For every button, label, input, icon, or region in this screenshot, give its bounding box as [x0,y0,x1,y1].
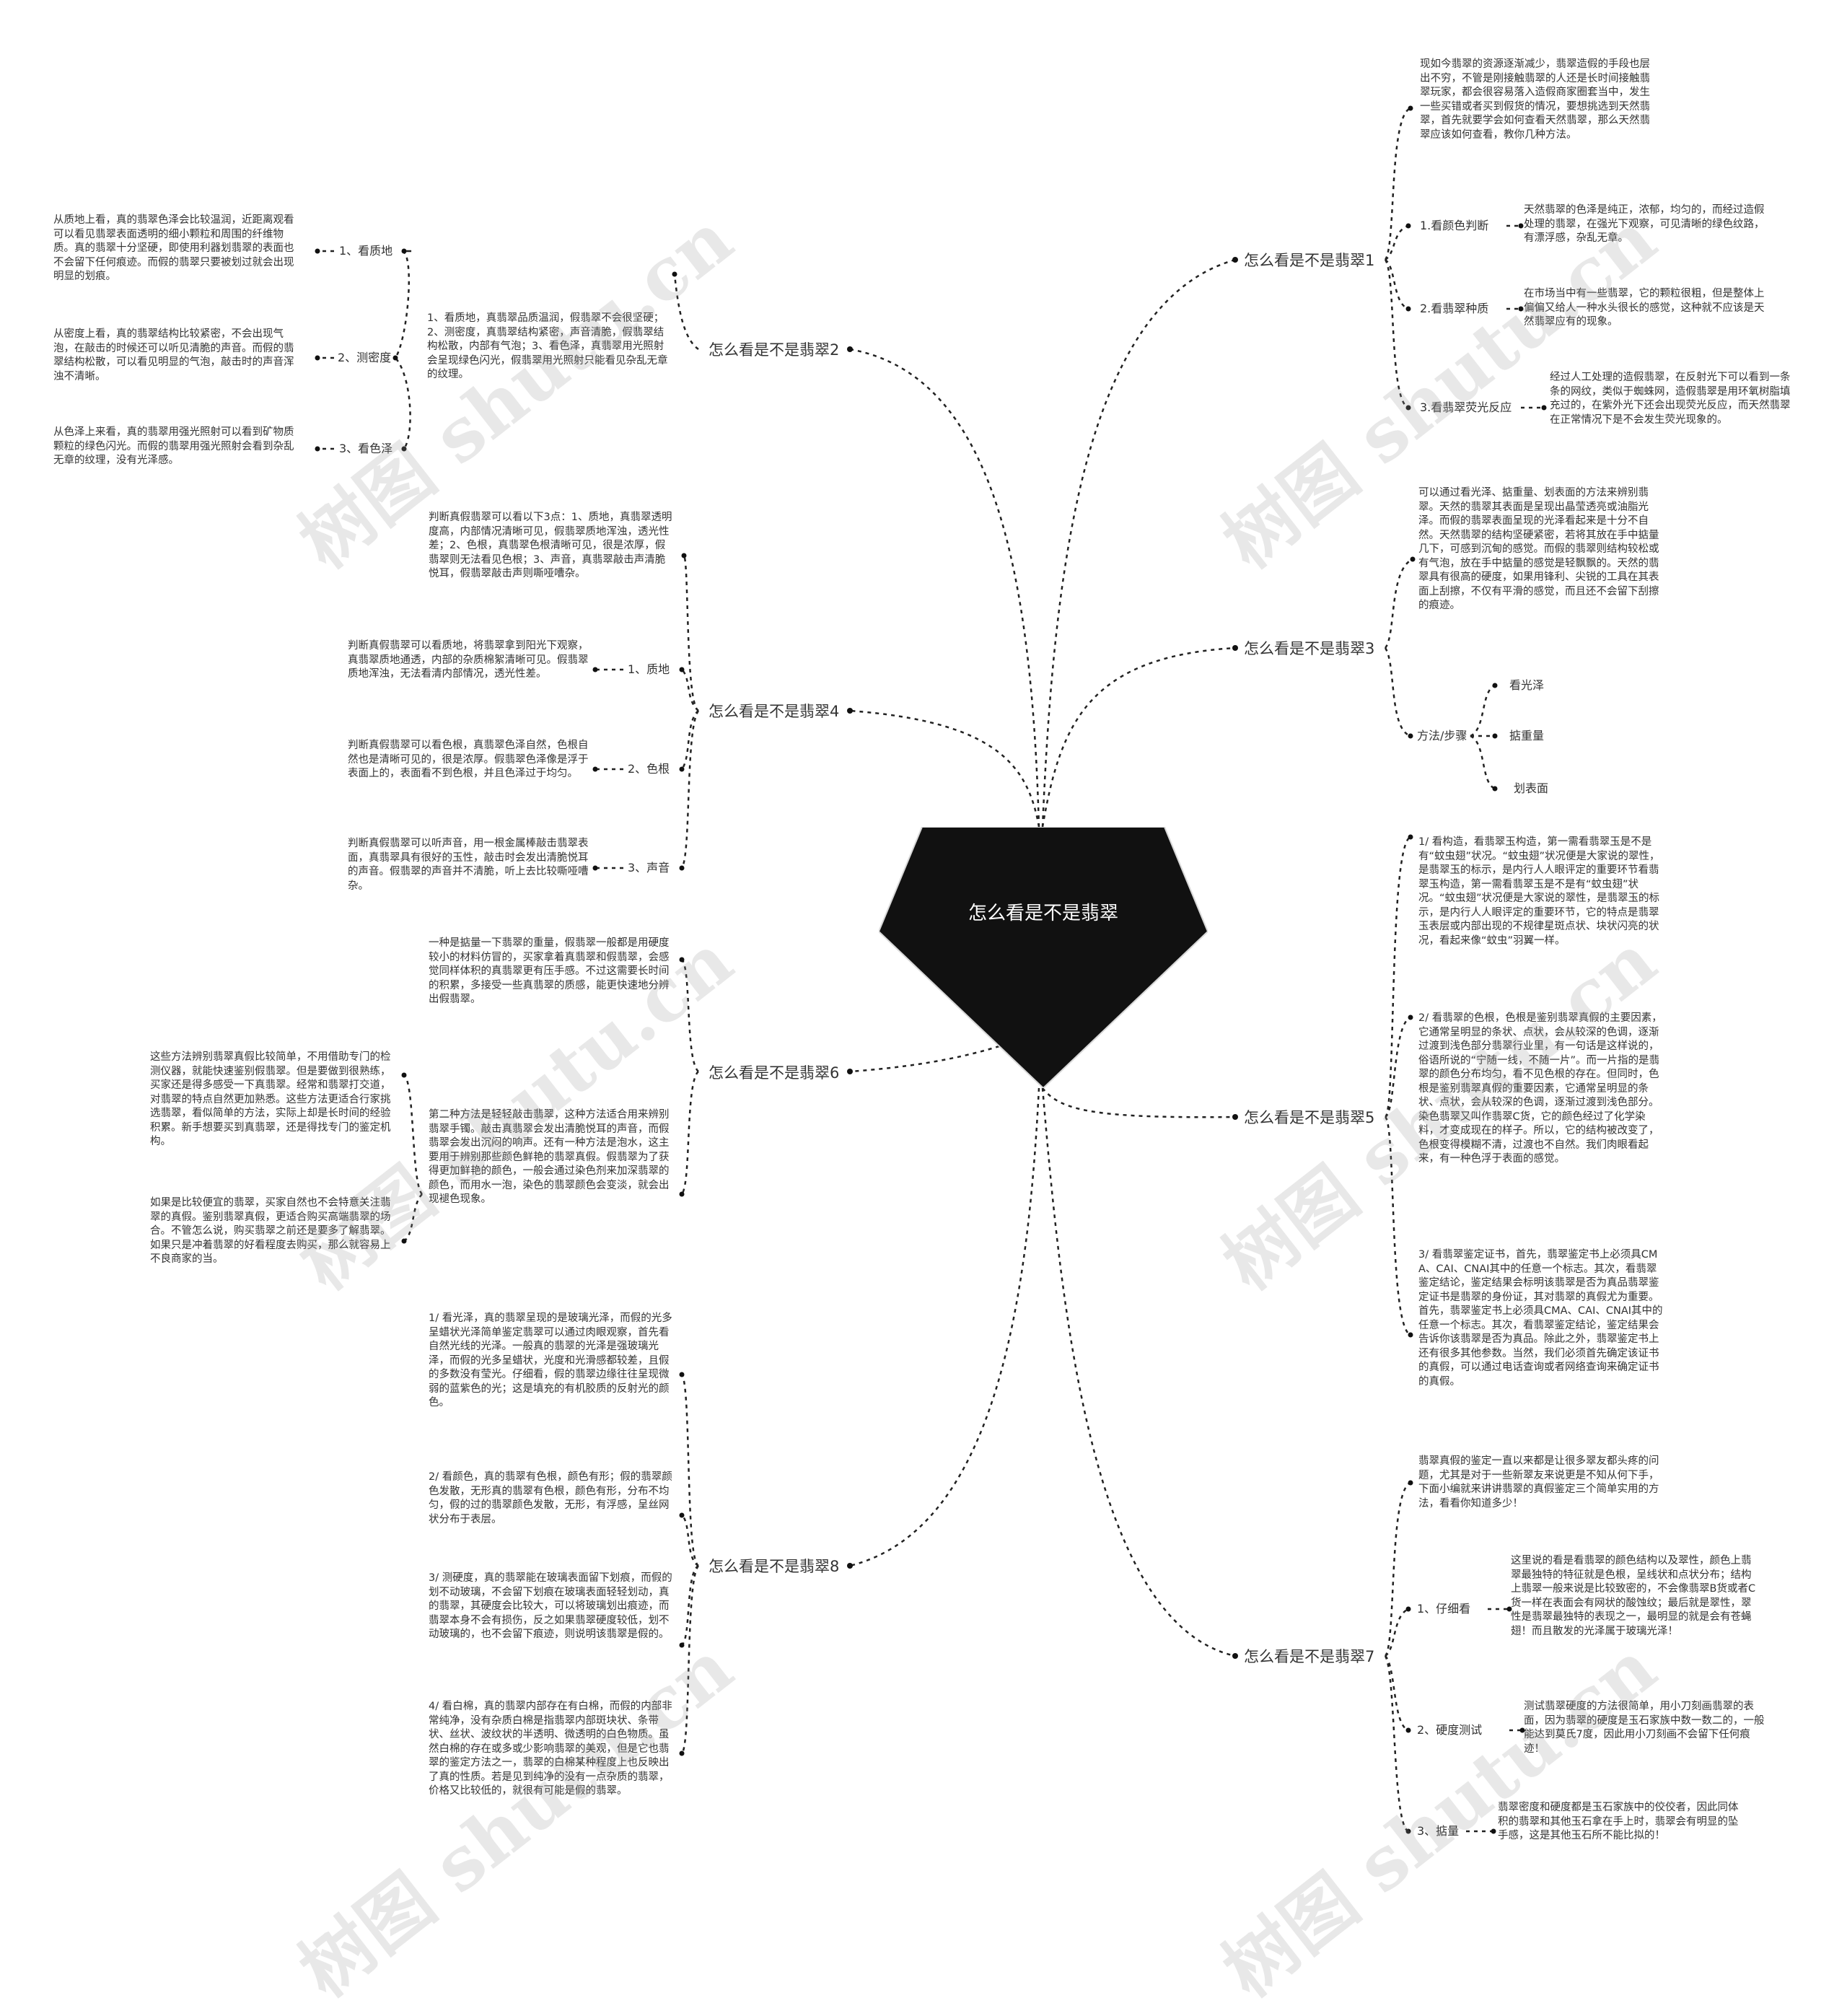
b5-para-3: 3/ 看翡翠鉴定证书，首先，翡翠鉴定书上必须具CMA、CAI、CNAI其中的任意… [1418,1249,1663,1388]
b4-item-3-text: 判断真假翡翠可以听声音，用一根金属棒敲击翡翠表面，真翡翠具有很好的玉性，敲击时会… [348,838,589,892]
b1-item-2-label[interactable]: 2.看翡翠种质 [1418,301,1491,317]
b7-item-1-label[interactable]: 1、仔细看 [1416,1601,1473,1617]
b6-para-4: 如果是比较便宜的翡翠，买家自然也不会特意关注翡翠的真假。鉴别翡翠真假，更适合购买… [150,1197,391,1265]
b7-item-3-text: 翡翠密度和硬度都是玉石家族中的佼佼者，因此同体积的翡翠和其他玉石拿在手上时，翡翠… [1498,1802,1739,1841]
center-title[interactable]: 怎么看是不是翡翠 [968,903,1118,924]
b2-item-2-text: 从密度上看，真的翡翠结构比较紧密，不会出现气泡，在敲击的时候还可以听见清脆的声音… [53,328,294,382]
b3-method-label[interactable]: 方法/步骤 [1416,728,1469,744]
b7-item-1-text: 这里说的看是看翡翠的颜色结构以及翠性，颜色上翡翠最独特的特征就是色根，呈线状和点… [1511,1555,1756,1637]
b2-item-1-text: 从质地上看，真的翡翠色泽会比较温润，近距离观看可以看见翡翠表面透明的细小颗粒和周… [53,214,294,282]
b4-item-1-text: 判断真假翡翠可以看质地，将翡翠拿到阳光下观察，真翡翠质地通透，内部的杂质棉絮清晰… [348,640,589,680]
b2-item-1-label[interactable]: 1、看质地 [338,243,395,259]
b5-para-1: 1/ 看构造，看翡翠玉构造，第一需看翡翠玉是不是有“蚊虫翅”状况。“蚊虫翅”状况… [1418,836,1660,947]
b3-step-3[interactable]: 划表面 [1512,781,1550,797]
b3-step-1[interactable]: 看光泽 [1508,678,1546,693]
b7-intro: 翡翠真假的鉴定一直以来都是让很多翠友都头疼的问题，尤其是对于一些新翠友来说更是不… [1418,1455,1659,1509]
b2-item-3-label[interactable]: 3、看色泽 [338,441,395,457]
b2-summary: 1、看质地，真翡翠品质温润，假翡翠不会很坚硬；2、测密度，真翡翠结构紧密，声音清… [427,312,668,380]
topic-3[interactable]: 怎么看是不是翡翠3 [1238,636,1381,661]
b4-item-2-text: 判断真假翡翠可以看色根，真翡翠色泽自然，色根自然也是清晰可见的，很是浓厚。假翡翠… [348,740,589,779]
b4-summary: 判断真假翡翠可以看以下3点：1、质地，真翡翠透明度高，内部情况清晰可见，假翡翠质… [429,512,672,579]
b8-para-2: 2/ 看颜色，真的翡翠有色根，颜色有形；假的翡翠颜色发散，无形真的翡翠有色根，颜… [429,1471,672,1525]
b8-para-1: 1/ 看光泽，真的翡翠呈现的是玻璃光泽，而假的光多呈蜡状光泽简单鉴定翡翠可以通过… [429,1312,672,1408]
b8-para-4: 4/ 看白棉，真的翡翠内部存在有白棉，而假的内部非常纯净，没有杂质白棉是指翡翠内… [429,1701,672,1797]
b5-para-2: 2/ 看翡翠的色根，色根是鉴别翡翠真假的主要因素，它通常呈明显的条状、点状，会从… [1418,1012,1662,1165]
b3-step-2[interactable]: 掂重量 [1508,728,1546,744]
connector-lines [315,105,1547,1834]
b1-item-1-label[interactable]: 1.看颜色判断 [1418,218,1491,234]
topic-1[interactable]: 怎么看是不是翡翠1 [1238,248,1381,273]
b3-intro: 可以通过看光泽、掂重量、划表面的方法来辨别翡翠。天然的翡翠其表面是呈现出晶莹透亮… [1418,487,1659,611]
b6-para-3: 这些方法辨别翡翠真假比较简单，不用借助专门的检测仪器，就能快速鉴别假翡翠。但是要… [150,1051,391,1147]
topic-4[interactable]: 怎么看是不是翡翠4 [703,699,846,724]
b4-item-1-label[interactable]: 1、质地 [626,662,672,678]
b6-para-2: 第二种方法是轻轻敲击翡翠，这种方法适合用来辨别翡翠手镯。敲击真翡翠会发出清脆悦耳… [429,1109,670,1205]
b4-item-3-label[interactable]: 3、声音 [626,860,672,876]
topic-5[interactable]: 怎么看是不是翡翠5 [1238,1105,1381,1130]
b7-item-2-label[interactable]: 2、硬度测试 [1416,1722,1484,1738]
b1-item-2-text: 在市场当中有一些翡翠，它的颗粒很粗，但是整体上偏偏又给人一种水头很长的感觉，这种… [1524,288,1765,328]
b1-item-3-label[interactable]: 3.看翡翠荧光反应 [1418,400,1514,416]
b7-item-3-label[interactable]: 3、掂量 [1416,1823,1461,1839]
topic-6[interactable]: 怎么看是不是翡翠6 [703,1061,846,1085]
topic-7[interactable]: 怎么看是不是翡翠7 [1238,1644,1381,1669]
b8-para-3: 3/ 测硬度，真的翡翠能在玻璃表面留下划痕，而假的划不动玻璃，不会留下划痕在玻璃… [429,1572,672,1640]
b7-item-2-text: 测试翡翠硬度的方法很简单，用小刀刻画翡翠的表面，因为翡翠的硬度是玉石家族中数一数… [1524,1701,1765,1755]
b6-para-1: 一种是掂量一下翡翠的重量，假翡翠一般都是用硬度较小的材料仿冒的，买家拿着真翡翠和… [429,937,670,1005]
topic-2[interactable]: 怎么看是不是翡翠2 [703,338,846,362]
b2-item-2-label[interactable]: 2、测密度 [336,350,393,366]
b2-item-3-text: 从色泽上来看，真的翡翠用强光照射可以看到矿物质颗粒的绿色闪光。而假的翡翠用强光照… [53,426,294,466]
b1-item-3-text: 经过人工处理的造假翡翠，在反射光下可以看到一条条的网纹，类似于蜘蛛网，造假翡翠是… [1550,372,1791,426]
b4-item-2-label[interactable]: 2、色根 [626,761,672,777]
topic-8[interactable]: 怎么看是不是翡翠8 [703,1554,846,1579]
b1-intro: 现如今翡翠的资源逐渐减少，翡翠造假的手段也层出不穷，不管是刚接触翡翠的人还是长时… [1420,58,1650,141]
b1-item-1-text: 天然翡翠的色泽是纯正，浓郁，均匀的，而经过造假处理的翡翠，在强光下观察，可见清晰… [1524,204,1765,244]
center-node-shape [879,827,1208,1088]
